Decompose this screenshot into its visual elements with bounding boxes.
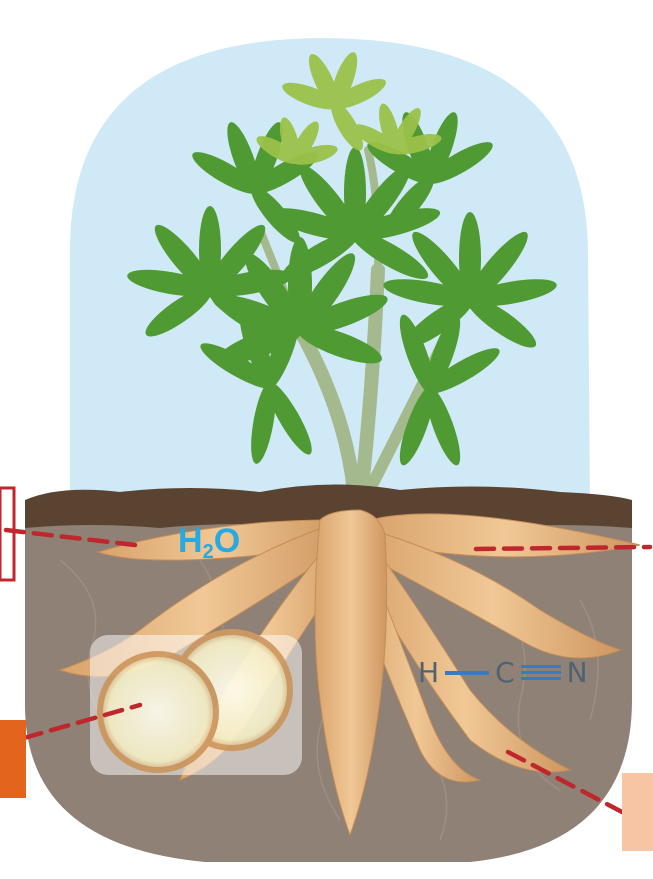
atom-carbon: C bbox=[495, 656, 515, 689]
callout-box-bottom-right bbox=[622, 773, 653, 851]
atom-hydrogen: H bbox=[418, 656, 439, 689]
cassava-slice bbox=[90, 632, 302, 775]
water-oxygen: O bbox=[214, 522, 240, 560]
water-subscript: 2 bbox=[203, 541, 214, 563]
triple-bond bbox=[521, 664, 561, 682]
callout-box-left bbox=[0, 720, 26, 798]
hydrogen-cyanide-structure: H C N bbox=[418, 656, 588, 689]
callout-box-top-left bbox=[0, 488, 14, 580]
single-bond bbox=[445, 671, 489, 675]
water-hydrogen: H bbox=[178, 522, 203, 560]
atom-nitrogen: N bbox=[567, 656, 588, 689]
water-molecule-label: H2O bbox=[178, 522, 240, 564]
